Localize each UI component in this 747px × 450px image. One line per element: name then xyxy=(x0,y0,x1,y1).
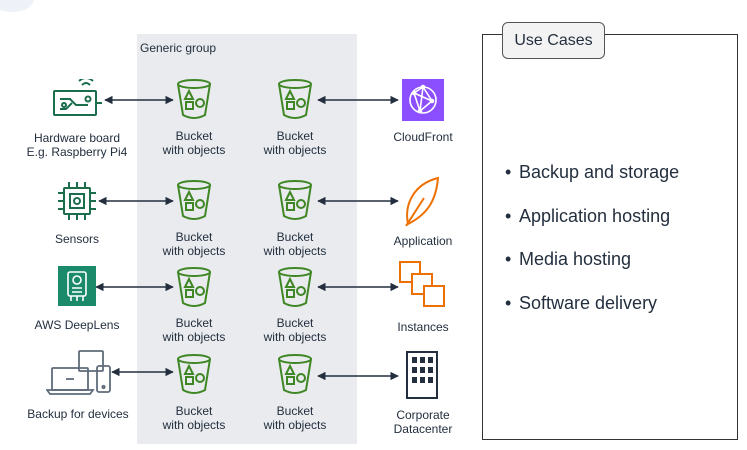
bucket-label-line2: with objects xyxy=(263,143,327,157)
use-case-item: • Backup and storage xyxy=(505,161,679,183)
use-case-item: • Software delivery xyxy=(505,292,679,314)
backup-devices-label-line1: Backup for devices xyxy=(27,407,129,421)
bucket-icon xyxy=(278,267,312,307)
sensors-label-line1: Sensors xyxy=(54,232,100,246)
cloudfront-label-line1: CloudFront xyxy=(393,130,453,144)
sensors-label: Sensors xyxy=(37,232,117,246)
bucket-label-line1: Bucket xyxy=(276,129,314,143)
bullet-icon: • xyxy=(505,249,512,269)
chip-sensor-icon xyxy=(58,182,96,220)
bucket-label: Bucket with objects xyxy=(149,230,239,258)
application-label-line1: Application xyxy=(393,234,453,248)
bucket-label: Bucket with objects xyxy=(149,316,239,344)
cloudfront-label: CloudFront xyxy=(380,130,466,144)
bucket-label-line1: Bucket xyxy=(276,316,314,330)
circuit-board-icon xyxy=(53,79,102,116)
devices-icon xyxy=(46,350,111,395)
bucket-label: Bucket with objects xyxy=(250,129,340,157)
bucket-label: Bucket with objects xyxy=(149,129,239,157)
instances-label-line1: Instances xyxy=(397,320,449,334)
bucket-label-line1: Bucket xyxy=(276,404,314,418)
bucket-label-line2: with objects xyxy=(263,418,327,432)
bucket-label-line2: with objects xyxy=(162,418,226,432)
bucket-label-line1: Bucket xyxy=(175,404,213,418)
instances-icon xyxy=(399,261,445,307)
backup-devices-label: Backup for devices xyxy=(20,407,136,421)
deeplens-label-line1: AWS DeepLens xyxy=(34,318,120,332)
leaf-application-icon xyxy=(405,176,440,227)
bullet-icon: • xyxy=(505,292,512,313)
hardware-board-label: Hardware board E.g. Raspberry Pi4 xyxy=(25,131,129,159)
hardware-board-label-line1: Hardware board xyxy=(33,131,121,145)
use-cases-panel xyxy=(482,34,738,440)
bucket-label-line1: Bucket xyxy=(175,129,213,143)
application-label: Application xyxy=(380,234,466,248)
bucket-label-line1: Bucket xyxy=(175,230,213,244)
bucket-label: Bucket with objects xyxy=(250,316,340,344)
bucket-icon xyxy=(278,354,312,394)
use-cases-list: • Backup and storage • Application hosting… xyxy=(505,161,679,335)
use-cases-title: Use Cases xyxy=(502,22,605,59)
bucket-icon xyxy=(278,79,312,119)
bucket-icon xyxy=(177,267,211,307)
deeplens-camera-icon xyxy=(58,266,96,306)
bucket-label-line2: with objects xyxy=(263,244,327,258)
bucket-label-line1: Bucket xyxy=(175,316,213,330)
use-case-item: • Application hosting xyxy=(505,205,679,227)
bucket-label: Bucket with objects xyxy=(250,404,340,432)
use-case-item-label: Application hosting xyxy=(519,205,671,226)
instances-label: Instances xyxy=(380,320,466,334)
bucket-icon xyxy=(177,79,211,119)
generic-group-label: Generic group xyxy=(140,41,217,55)
use-case-item-label: Backup and storage xyxy=(519,162,680,182)
corner-decoration xyxy=(0,0,34,12)
use-case-item-label: Software delivery xyxy=(519,292,658,313)
building-datacenter-icon xyxy=(406,351,438,399)
bucket-icon xyxy=(278,180,312,220)
cloudfront-icon xyxy=(402,79,444,121)
bucket-label-line2: with objects xyxy=(263,330,327,344)
datacenter-label-line1: Corporate xyxy=(396,408,450,422)
bucket-label: Bucket with objects xyxy=(149,404,239,432)
bucket-icon xyxy=(177,354,211,394)
bucket-label: Bucket with objects xyxy=(250,230,340,258)
bullet-icon: • xyxy=(505,162,512,182)
use-case-item: • Media hosting xyxy=(505,248,679,270)
bucket-label-line1: Bucket xyxy=(276,230,314,244)
bullet-icon: • xyxy=(505,205,512,226)
bucket-label-line2: with objects xyxy=(162,143,226,157)
bucket-icon xyxy=(177,180,211,220)
deeplens-label: AWS DeepLens xyxy=(27,318,127,332)
use-case-item-label: Media hosting xyxy=(519,249,632,269)
datacenter-label-line2: Datacenter xyxy=(393,422,453,436)
bucket-label-line2: with objects xyxy=(162,244,226,258)
datacenter-label: Corporate Datacenter xyxy=(380,408,466,436)
hardware-board-label-line2: E.g. Raspberry Pi4 xyxy=(26,145,128,159)
bucket-label-line2: with objects xyxy=(162,330,226,344)
